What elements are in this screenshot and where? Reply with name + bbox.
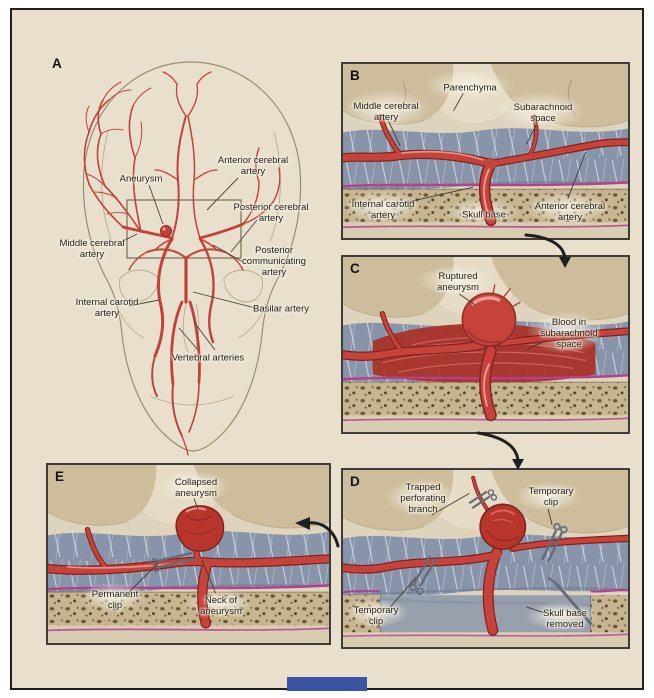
label-aneurysm: Aneurysm [119, 173, 163, 185]
panel-c: C [341, 255, 630, 434]
panel-a-illustration [82, 61, 302, 456]
arteries [343, 311, 628, 422]
detail-region-box [126, 199, 242, 259]
arteries [48, 526, 329, 629]
label-middle-cerebral-artery: Middle cerebral artery [353, 100, 419, 123]
label-internal-carotid-artery: Internal carotid artery [75, 296, 139, 319]
label-parenchyma: Parenchyma [443, 82, 497, 94]
leader-lines [387, 93, 587, 204]
label-collapsed-aneurysm: Collapsed aneurysm [174, 476, 218, 499]
label-subarachnoid-space: Subarachnoid space [513, 101, 573, 124]
panel-d-letter: D [350, 474, 360, 489]
label-temporary-clip-lower: Temporary clip [353, 604, 399, 627]
panel-d-illustration [343, 470, 628, 647]
panel-d: D [341, 468, 630, 649]
label-basilar-artery: Basilar artery [253, 303, 309, 315]
panel-e: E [46, 463, 331, 645]
leader-lines [128, 498, 217, 594]
panel-b: B [341, 62, 630, 240]
label-internal-carotid-artery: Internal carotid artery [351, 198, 415, 221]
label-skull-base: Skull base [462, 209, 506, 221]
label-ruptured-aneurysm: Ruptured aneurysm [437, 270, 479, 293]
leader-lines [118, 177, 258, 351]
label-neck-of-aneurysm: Neck of aneurysm [200, 594, 242, 617]
arrow-d-to-e-icon [295, 517, 340, 548]
label-trapped-perforating-branch: Trapped perforating branch [400, 482, 446, 516]
label-vertebral-arteries: Vertebral arteries [171, 352, 245, 364]
aneurysm-bulge [160, 225, 172, 237]
label-posterior-communicating-artery: Posterior communicating artery [242, 245, 306, 279]
collapsed-aneurysm-dome [175, 505, 225, 552]
label-skull-base-removed: Skull base removed [543, 607, 587, 630]
journal-logo-bar [287, 677, 367, 691]
panel-b-illustration [343, 64, 628, 238]
panel-c-illustration [343, 257, 628, 432]
panel-e-letter: E [55, 469, 65, 484]
label-permanent-clip: Permanent clip [91, 588, 139, 611]
leader-lines [390, 493, 553, 614]
panel-e-illustration [48, 465, 329, 643]
aneurysm-dome [479, 503, 527, 550]
leader-lines [459, 293, 545, 351]
label-middle-cerebral-artery: Middle cerebral artery [59, 237, 125, 260]
panel-a-letter: A [52, 56, 62, 71]
panel-a: A [45, 52, 337, 467]
label-posterior-cerebral-artery: Posterior cerebral artery [233, 201, 309, 224]
label-temporary-clip-upper: Temporary clip [528, 485, 574, 508]
skull-outline [82, 61, 302, 452]
label-anterior-cerebral-artery: Anterior cerebral artery [534, 200, 606, 223]
artery-tree [83, 71, 281, 456]
permanent-clip-icon [150, 551, 195, 573]
skull-base-bone [48, 584, 329, 643]
arrow-c-to-d-icon [476, 431, 524, 470]
panel-b-letter: B [350, 68, 360, 83]
ruptured-aneurysm-dome [461, 284, 521, 347]
label-blood-in-subarachnoid-space: Blood in subarachnoid space [540, 317, 598, 351]
label-anterior-cerebral-artery: Anterior cerebral artery [217, 154, 289, 177]
arteries [343, 114, 628, 227]
panel-c-letter: C [350, 261, 360, 276]
arrow-b-to-c-icon [524, 233, 571, 268]
temporary-clip-icons [409, 489, 593, 626]
arteries [343, 475, 628, 636]
